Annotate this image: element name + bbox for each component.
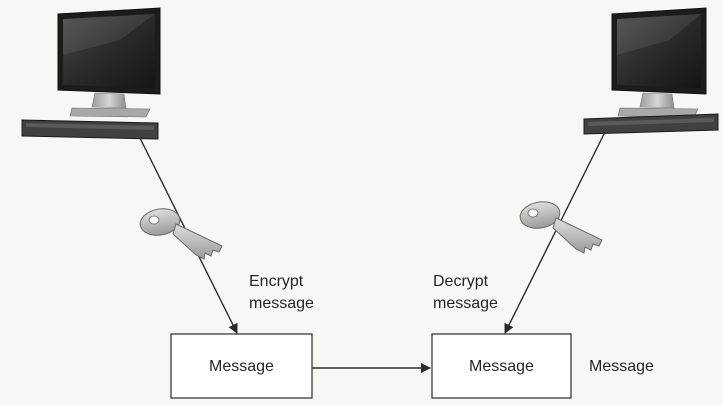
right-key-icon	[519, 201, 603, 254]
right-computer-icon	[583, 7, 719, 135]
decrypted-message-text: Message	[469, 358, 534, 375]
encrypted-message-text: Message	[209, 358, 274, 375]
right-key-line	[504, 131, 606, 334]
decrypt-label-line2: message	[433, 295, 498, 312]
encrypt-label-line1: Encrypt	[249, 273, 304, 290]
decrypted-message-box	[431, 333, 572, 399]
left-key-icon	[139, 208, 223, 260]
decrypt-label-line1: Decrypt	[433, 273, 489, 290]
left-computer-icon	[21, 7, 161, 140]
encrypt-label-line2: message	[249, 295, 314, 312]
encrypted-message-box	[170, 333, 313, 399]
output-message-text: Message	[589, 358, 654, 375]
